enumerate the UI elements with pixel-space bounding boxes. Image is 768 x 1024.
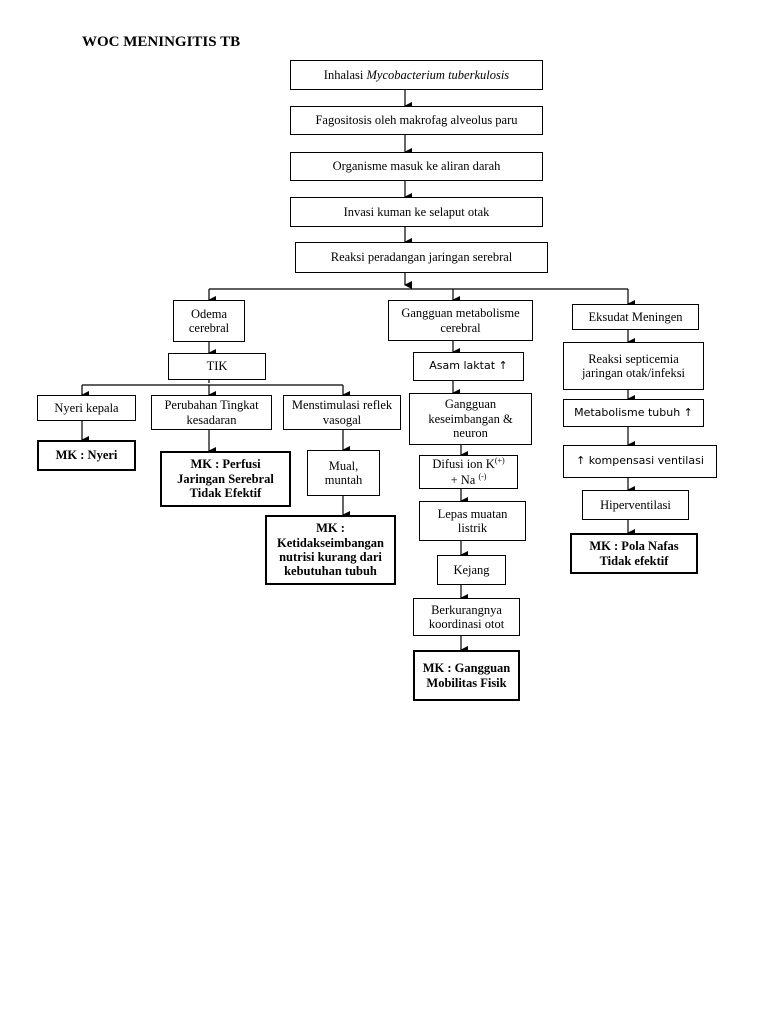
node-odema: Odema cerebral (173, 300, 245, 342)
node-gangguan-keseimbangan: Gangguan keseimbangan & neuron (409, 393, 532, 445)
node-perubahan: Perubahan Tingkat kesadaran (151, 395, 272, 430)
node-difusi: Difusi ion K(+) + Na (-) (419, 455, 518, 489)
node-inhalasi: Inhalasi Mycobacterium tuberkulosis (290, 60, 543, 90)
node-asam-laktat: Asam laktat ↑ (413, 352, 524, 381)
node-mk-nyeri: MK : Nyeri (37, 440, 136, 471)
node-difusi-line2: + Na (450, 473, 479, 488)
node-reaksi: Reaksi peradangan jaringan serebral (295, 242, 548, 273)
node-kompensasi: ↑ kompensasi ventilasi (563, 445, 717, 478)
node-nyeri-kepala: Nyeri kepala (37, 395, 136, 421)
node-menstimulasi: Menstimulasi reflek vasogal (283, 395, 401, 430)
node-difusi-sup2: (-) (478, 472, 487, 481)
node-mk-nutrisi: MK : Ketidakseimbangan nutrisi kurang da… (265, 515, 396, 585)
node-fagositosis: Fagositosis oleh makrofag alveolus paru (290, 106, 543, 135)
node-mk-mobilitas: MK : Gangguan Mobilitas Fisik (413, 650, 520, 701)
node-mk-perfusi: MK : Perfusi Jaringan Serebral Tidak Efe… (160, 451, 291, 507)
node-lepas: Lepas muatan listrik (419, 501, 526, 541)
node-kejang: Kejang (437, 555, 506, 585)
node-inhalasi-italic: Mycobacterium tuberkulosis (366, 67, 510, 82)
node-tik: TIK (168, 353, 266, 380)
node-berkurang: Berkurangnya koordinasi otot (413, 598, 520, 636)
node-hiperventilasi: Hiperventilasi (582, 490, 689, 520)
node-difusi-sup1: (+) (494, 456, 505, 466)
node-metabolisme-tubuh: Metabolisme tubuh ↑ (563, 399, 704, 427)
node-septicemia: Reaksi septicemia jaringan otak/infeksi (563, 342, 704, 390)
node-organisme: Organisme masuk ke aliran darah (290, 152, 543, 181)
node-eksudat: Eksudat Meningen (572, 304, 699, 330)
node-gangguan-metabolisme: Gangguan metabolisme cerebral (388, 300, 533, 341)
diagram-title: WOC MENINGITIS TB (82, 34, 241, 50)
node-mual: Mual, muntah (307, 450, 380, 496)
node-difusi-line1: Difusi ion K (432, 457, 495, 472)
node-invasi: Invasi kuman ke selaput otak (290, 197, 543, 227)
node-inhalasi-prefix: Inhalasi (323, 67, 367, 82)
node-mk-pola: MK : Pola Nafas Tidak efektif (570, 533, 698, 574)
